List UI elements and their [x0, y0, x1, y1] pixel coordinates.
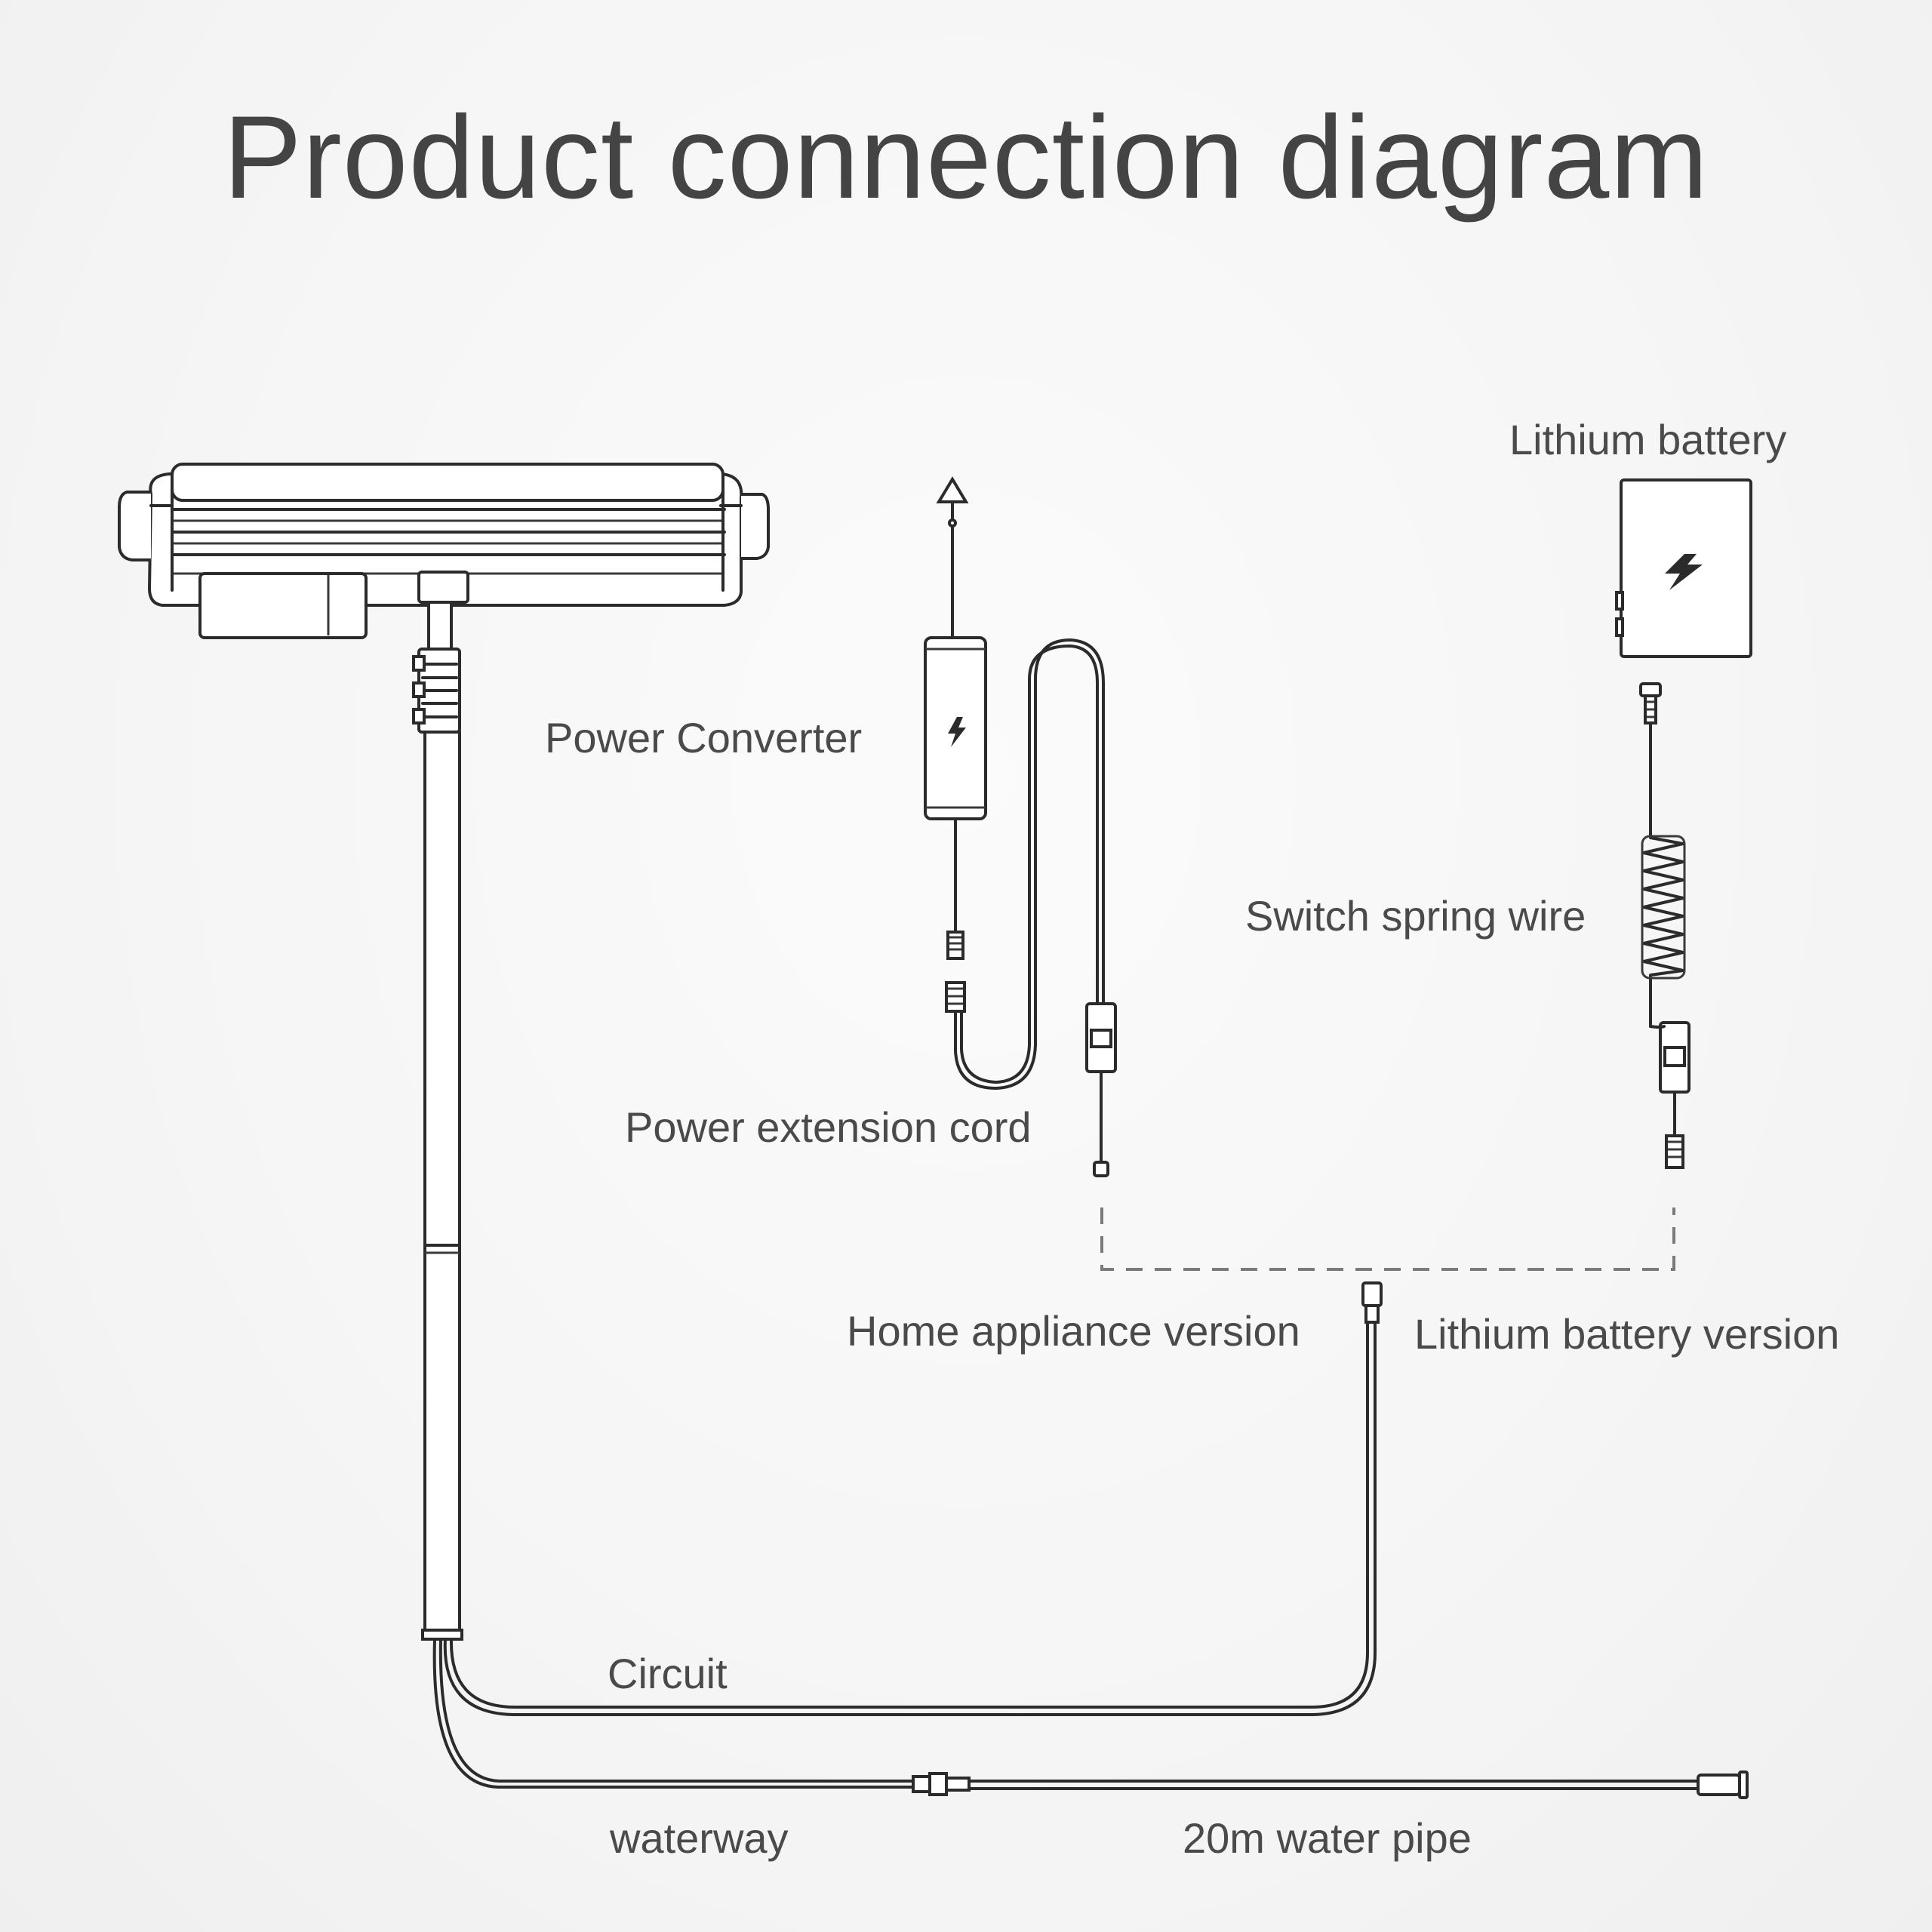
power-extension-cord: [954, 638, 1105, 1090]
lithium-battery-assembly: [1615, 478, 1752, 1169]
label-circuit: Circuit: [608, 1650, 728, 1697]
lightning-icon: [1665, 554, 1703, 590]
water-pipe-end-connector: [1697, 1770, 1749, 1799]
label-lithium-battery-version: Lithium battery version: [1414, 1310, 1840, 1358]
label-switch-spring-wire: Switch spring wire: [1245, 892, 1586, 940]
waterway-coupler: [912, 1772, 971, 1796]
label-waterway: waterway: [610, 1814, 789, 1862]
waterway-hose-inner: [438, 1638, 915, 1783]
label-water-pipe: 20m water pipe: [1183, 1814, 1472, 1862]
telescopic-pole: [412, 601, 463, 1641]
switch-spring-wire: [1641, 829, 1686, 983]
version-dashed-line: [1100, 1208, 1675, 1271]
label-power-converter: Power Converter: [545, 714, 863, 761]
waterway-hose: [432, 1638, 915, 1789]
lightning-icon: [948, 717, 966, 747]
circuit-cable-inner: [449, 1319, 1369, 1709]
label-power-extension-cord: Power extension cord: [625, 1103, 1032, 1151]
circuit-cable: [443, 1319, 1377, 1716]
label-lithium-battery: Lithium battery: [1509, 416, 1787, 463]
power-converter-assembly: [924, 476, 1117, 1177]
plug-icon: [936, 476, 969, 503]
cleaning-head: [118, 463, 770, 639]
page-title: Product connection diagram: [223, 92, 1709, 223]
circuit-connector: [1361, 1281, 1383, 1324]
label-home-appliance-version: Home appliance version: [847, 1307, 1300, 1355]
